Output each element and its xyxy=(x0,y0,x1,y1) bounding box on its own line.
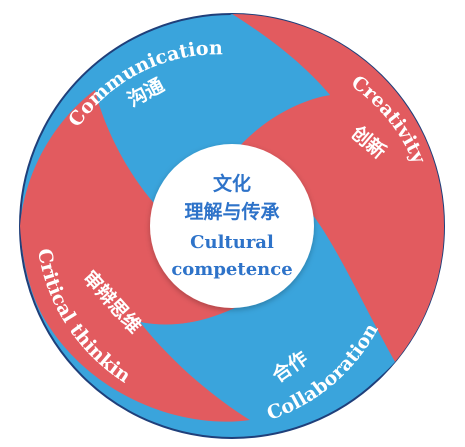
communication-swirl xyxy=(95,14,330,215)
center-en-line1: Cultural xyxy=(190,232,274,253)
center-cn-line2: 理解与传承 xyxy=(184,200,279,223)
collaboration-swirl xyxy=(140,200,395,421)
creativity-swirl xyxy=(232,14,445,362)
center-en-line2: competence xyxy=(171,259,292,280)
center-circle xyxy=(150,144,314,308)
center-cn-line1: 文化 xyxy=(213,172,251,195)
critical-thinking-swirl xyxy=(20,90,250,422)
